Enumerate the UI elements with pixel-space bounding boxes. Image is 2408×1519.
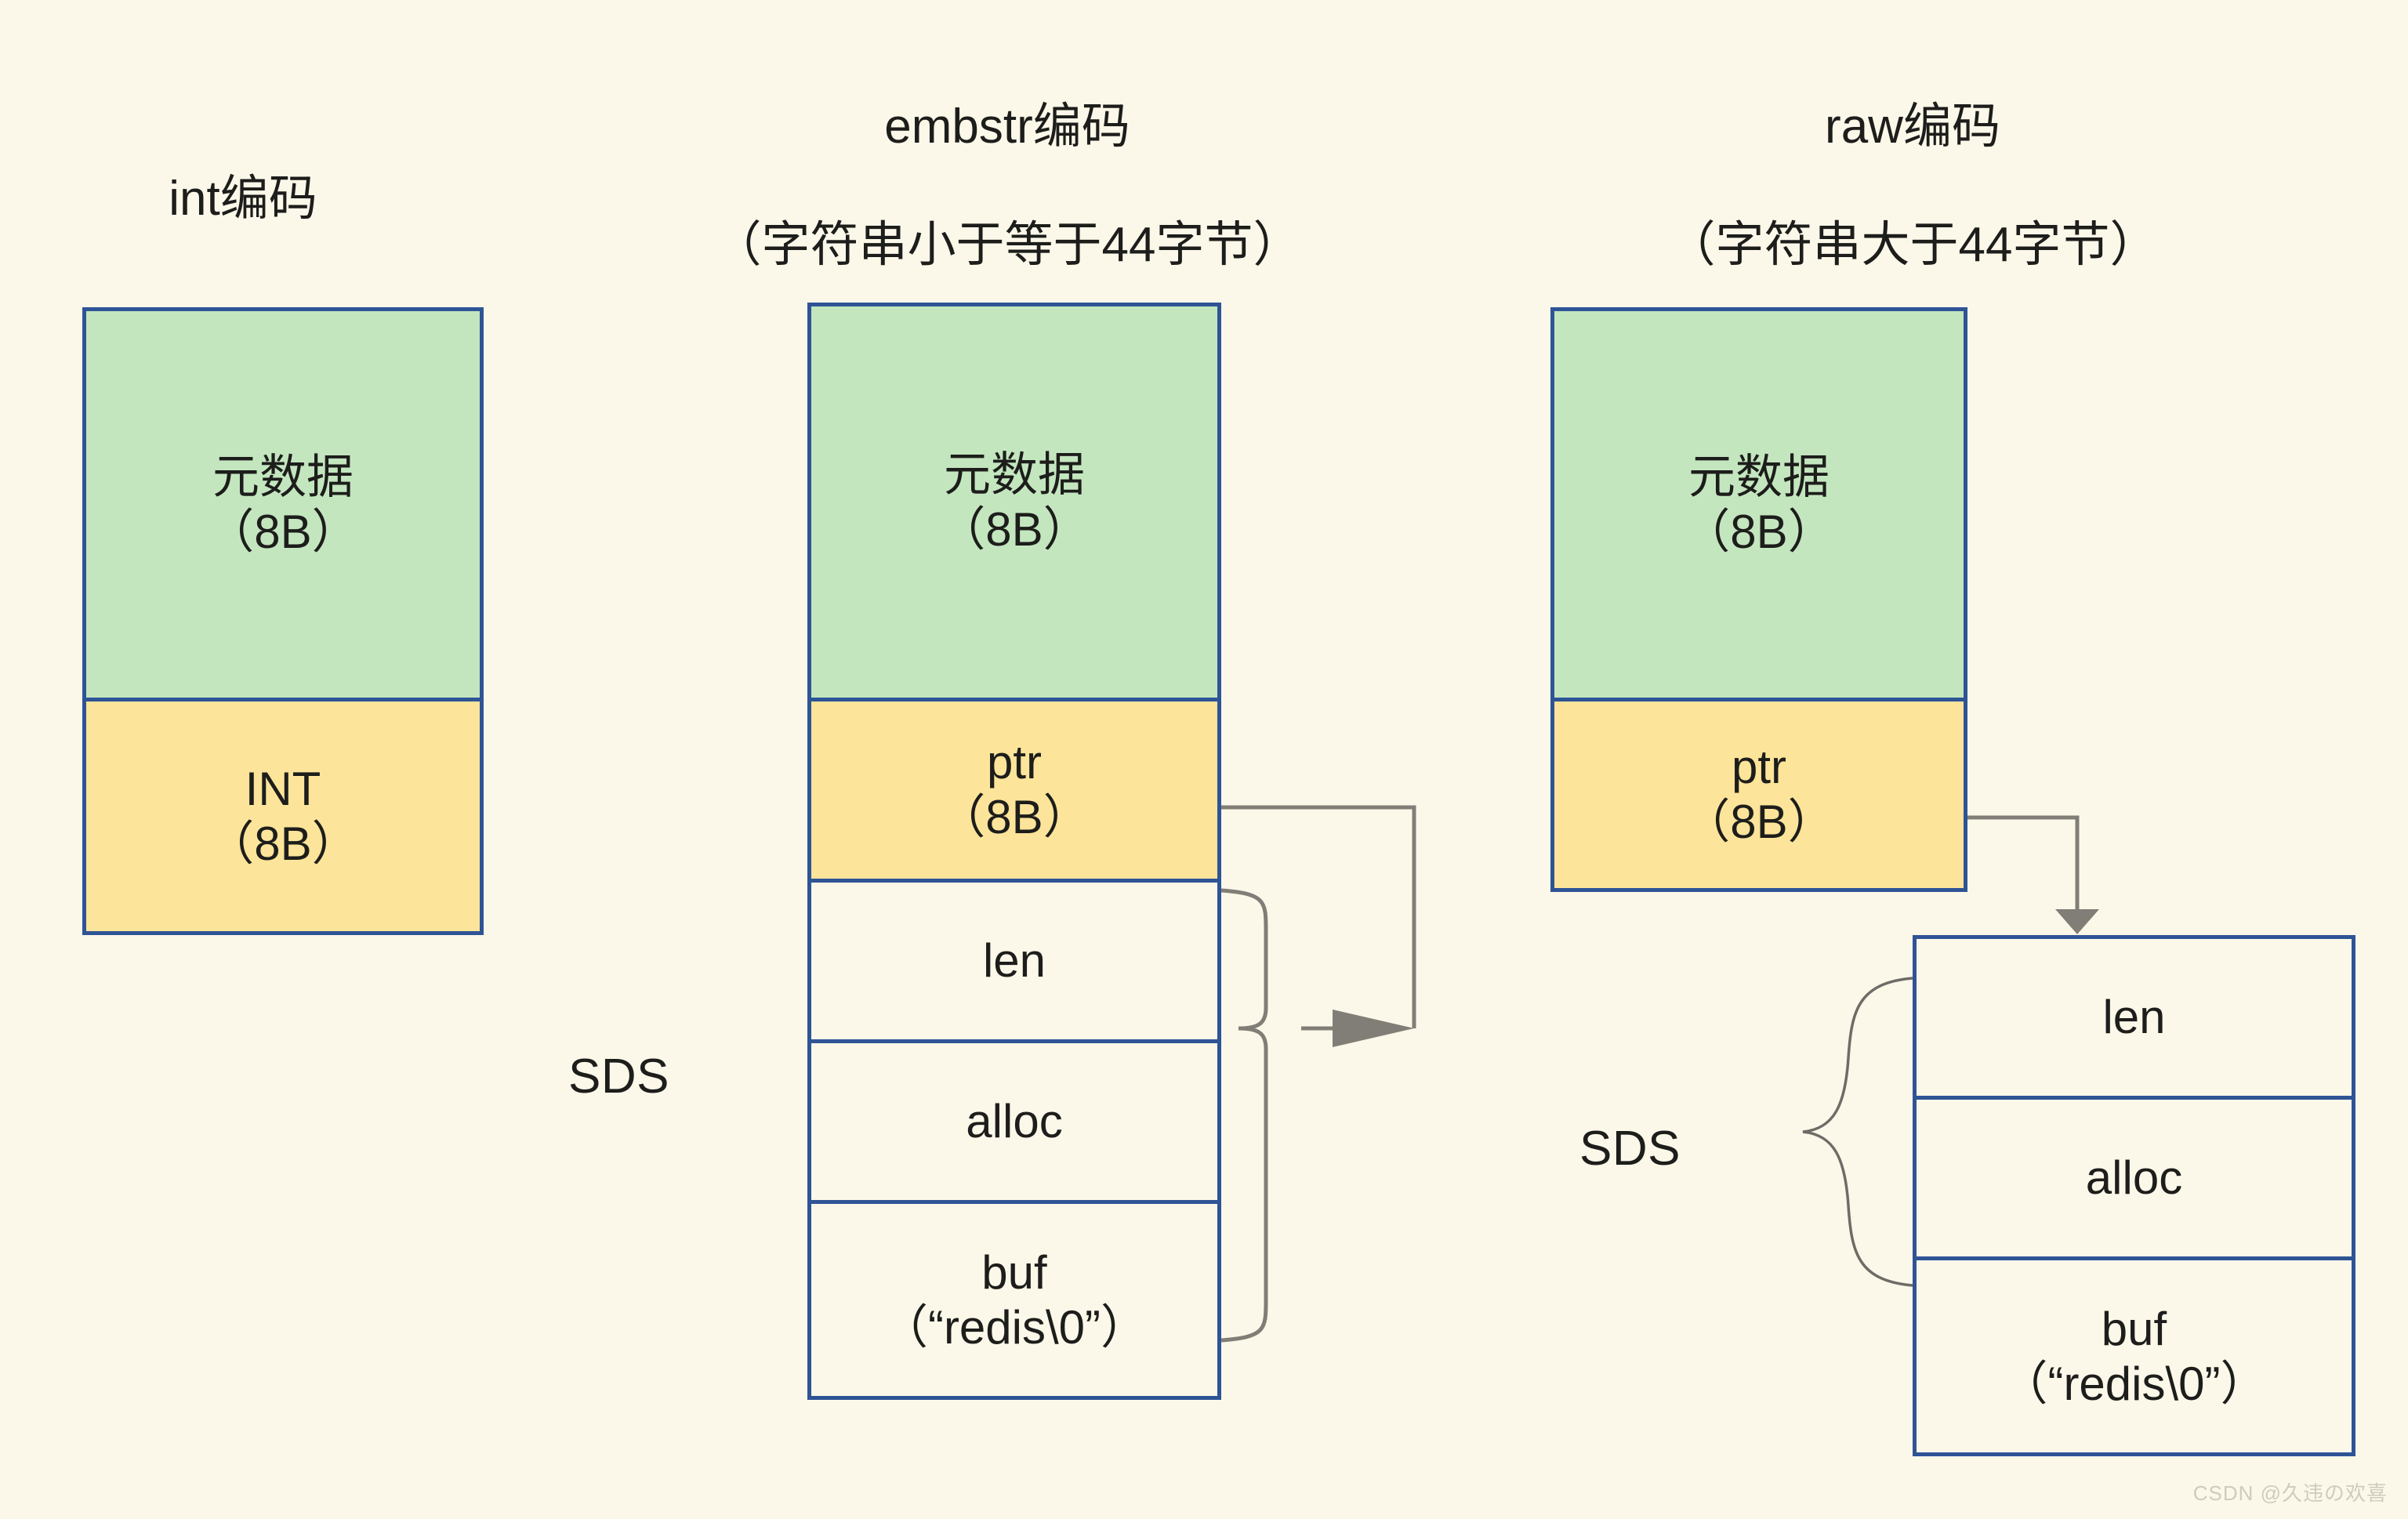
embstr-buf-value: （“redis\0”）	[880, 1300, 1148, 1354]
column-title-int-line1: int编码	[169, 171, 317, 226]
embstr-ptr-arrowhead	[1333, 1010, 1414, 1047]
raw-ptr-arrowhead	[2055, 909, 2099, 934]
raw-len-block: len	[1913, 935, 2355, 1100]
embstr-ptr-block: ptr （8B）	[807, 698, 1221, 883]
embstr-ptr-label: ptr	[986, 736, 1043, 789]
raw-len-label: len	[2102, 991, 2166, 1044]
int-value-size: （8B）	[207, 817, 359, 870]
int-metadata-block: 元数据 （8B）	[82, 307, 484, 701]
column-title-embstr-line1: embstr编码	[884, 99, 1130, 154]
int-metadata-size: （8B）	[207, 505, 359, 558]
embstr-metadata-block: 元数据 （8B）	[807, 303, 1221, 701]
int-value-block: INT （8B）	[82, 698, 484, 935]
column-title-raw: raw编码 （字符串大于44字节）	[1489, 38, 2336, 275]
raw-alloc-label: alloc	[2085, 1151, 2183, 1205]
embstr-ptr-size: （8B）	[938, 791, 1090, 843]
raw-ptr-pointer-arrow	[1967, 815, 2080, 909]
column-title-embstr: embstr编码 （字符串小于等于44字节）	[486, 38, 1529, 275]
raw-buf-block: buf （“redis\0”）	[1913, 1256, 2355, 1456]
embstr-buf-block: buf （“redis\0”）	[807, 1200, 1221, 1400]
embstr-ptr-pointer-arrow	[1221, 805, 1416, 1028]
column-title-raw-line1: raw编码	[1825, 99, 2000, 154]
raw-ptr-label: ptr	[1731, 741, 1787, 794]
embstr-metadata-size: （8B）	[938, 502, 1090, 556]
embstr-metadata-label: 元数据	[944, 448, 1085, 501]
watermark: CSDN @久违の欢喜	[2192, 1481, 2388, 1505]
raw-sds-brace	[1802, 977, 1913, 1287]
raw-ptr-size: （8B）	[1683, 796, 1835, 848]
int-metadata-label: 元数据	[212, 450, 354, 503]
raw-buf-value: （“redis\0”）	[2000, 1357, 2268, 1410]
embstr-len-label: len	[982, 934, 1046, 988]
embstr-sds-label: SDS	[568, 1050, 669, 1104]
raw-alloc-block: alloc	[1913, 1096, 2355, 1260]
embstr-len-block: len	[807, 879, 1221, 1043]
column-title-raw-line2: （字符串大于44字节）	[1666, 217, 2159, 272]
raw-metadata-size: （8B）	[1683, 505, 1835, 558]
column-title-embstr-line2: （字符串小于等于44字节）	[713, 217, 1302, 272]
raw-sds-label: SDS	[1579, 1122, 1681, 1176]
raw-metadata-label: 元数据	[1688, 450, 1830, 503]
raw-metadata-block: 元数据 （8B）	[1550, 307, 1967, 701]
raw-ptr-block: ptr （8B）	[1550, 698, 1967, 892]
embstr-sds-brace	[1220, 888, 1268, 1343]
embstr-alloc-block: alloc	[807, 1039, 1221, 1204]
raw-buf-label: buf	[2101, 1302, 2167, 1355]
embstr-buf-label: buf	[981, 1245, 1047, 1299]
embstr-alloc-label: alloc	[966, 1095, 1063, 1148]
int-value-label: INT	[245, 762, 321, 815]
column-title-int: int编码	[0, 110, 486, 228]
